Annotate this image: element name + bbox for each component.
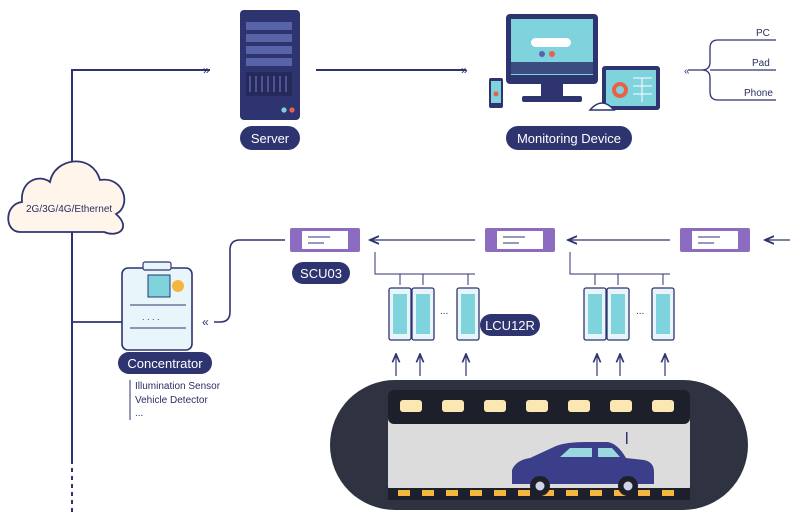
lcu-module [651,287,675,341]
server-icon [240,10,300,120]
lcu-module [606,287,630,341]
svg-text:«: « [202,315,209,329]
server-label: Server [240,126,300,150]
network-label: 2G/3G/4G/Ethernet [26,204,113,215]
monitoring-device-icon [489,14,660,111]
lcu-label: LCU12R [480,314,540,336]
scu-to-concentrator-line: « [202,239,285,329]
lcu-input-arrows [396,354,665,376]
sensor-input-illumination: Illumination Sensor [135,381,221,392]
lcu-module [583,287,607,341]
scu-device [485,228,555,252]
client-phone-label: Phone [744,88,773,99]
client-pc-label: PC [756,28,770,39]
svg-text:»: » [461,63,468,77]
scu-label: SCU03 [292,262,350,284]
lcu-ellipsis-left: ... [440,306,449,317]
concentrator-icon: . . . . [121,261,193,351]
cloud-icon [7,160,126,235]
car-icon [512,432,654,496]
lcu-ellipsis-right: ... [636,306,645,317]
lcu-module [456,287,480,341]
scu-device [290,228,360,252]
server-to-monitor-line: » [316,63,468,77]
lcu-module [388,287,412,341]
svg-text:. . . .: . . . . [142,312,160,322]
svg-text:«: « [684,66,690,77]
lcu-module [411,287,435,341]
clients-bracket: « [684,39,776,101]
sensor-input-vehicle: Vehicle Detector [135,395,208,406]
svg-text:»: » [203,63,210,77]
concentrator-label: Concentrator [118,352,212,374]
lcu-bus-lines [374,252,670,285]
client-pad-label: Pad [752,58,770,69]
sensor-input-more: ... [135,408,144,419]
scu-device [680,228,750,252]
monitoring-device-label: Monitoring Device [506,126,632,150]
backbone-line: » [71,63,210,512]
